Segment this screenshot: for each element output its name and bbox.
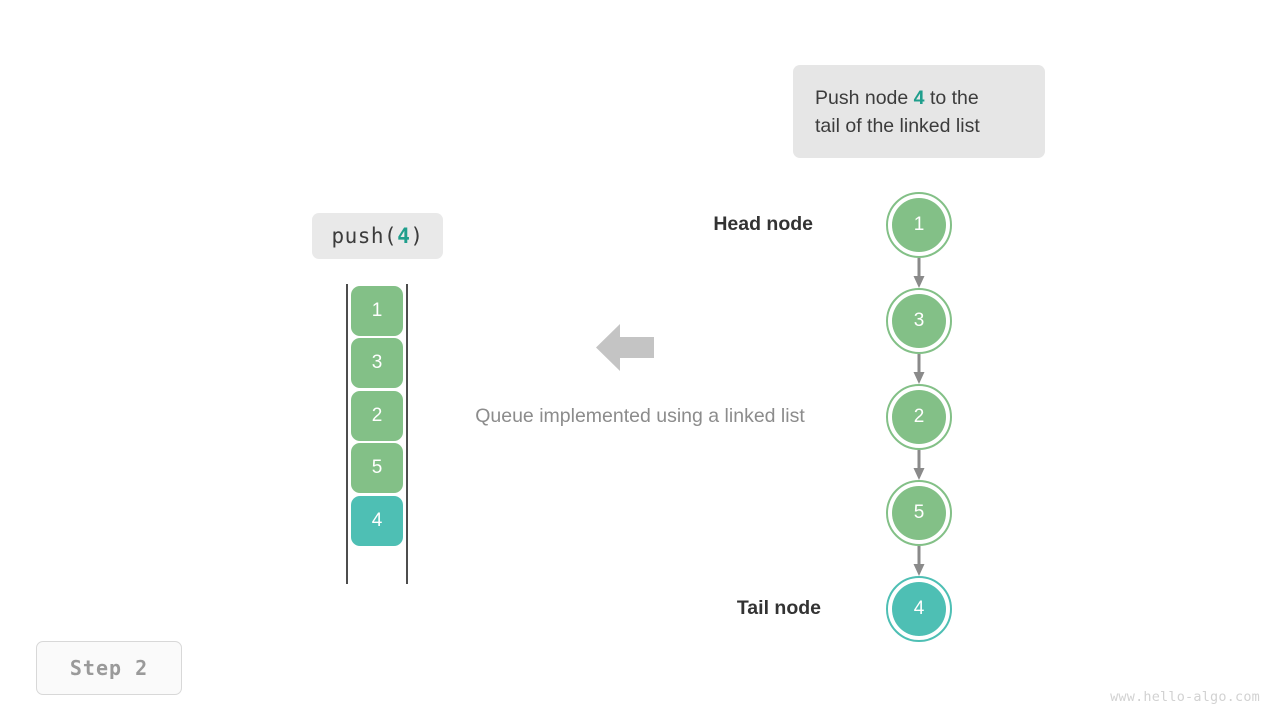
operation-prefix: push( xyxy=(331,224,398,248)
callout-line-2: tail of the linked list xyxy=(815,114,980,137)
list-node: 2 xyxy=(886,384,952,450)
queue-cell: 2 xyxy=(351,391,403,441)
callout-box: Push node 4 to the tail of the linked li… xyxy=(793,65,1045,158)
arrow-left-icon xyxy=(596,324,654,371)
tail-node-label: Tail node xyxy=(736,597,821,619)
list-node-value: 1 xyxy=(892,198,946,252)
callout-line-1: Push node 4 to the xyxy=(815,84,1023,112)
list-node: 3 xyxy=(886,288,952,354)
callout-value: 4 xyxy=(913,86,925,109)
watermark: www.hello-algo.com xyxy=(1110,689,1260,705)
arrow-down-icon xyxy=(913,258,925,288)
list-node-value: 5 xyxy=(892,486,946,540)
list-node: 5 xyxy=(886,480,952,546)
queue-cell: 5 xyxy=(351,443,403,493)
queue-rail-right xyxy=(406,284,408,584)
queue-column: 1 3 2 5 4 xyxy=(345,284,409,584)
arrow-down-icon xyxy=(913,354,925,384)
queue-cell-highlighted: 4 xyxy=(351,496,403,546)
callout-text-prefix: Push node xyxy=(815,86,914,109)
list-node-value: 2 xyxy=(892,390,946,444)
list-node-highlighted: 4 xyxy=(886,576,952,642)
list-node: 1 xyxy=(886,192,952,258)
operation-suffix: ) xyxy=(410,224,424,248)
arrow-down-icon xyxy=(913,450,925,480)
list-node-value: 4 xyxy=(892,582,946,636)
linked-list: 1 3 2 5 4 xyxy=(886,192,952,642)
queue-cell: 1 xyxy=(351,286,403,336)
queue-rail-left xyxy=(346,284,348,584)
step-badge: Step 2 xyxy=(36,641,182,695)
arrow-down-icon xyxy=(913,546,925,576)
queue-cell: 3 xyxy=(351,338,403,388)
operation-value: 4 xyxy=(397,224,411,248)
list-node-value: 3 xyxy=(892,294,946,348)
operation-chip: push(4) xyxy=(312,213,443,259)
diagram-caption: Queue implemented using a linked list xyxy=(475,405,805,427)
callout-text-suffix: to the xyxy=(924,86,979,109)
head-node-label: Head node xyxy=(713,213,813,235)
